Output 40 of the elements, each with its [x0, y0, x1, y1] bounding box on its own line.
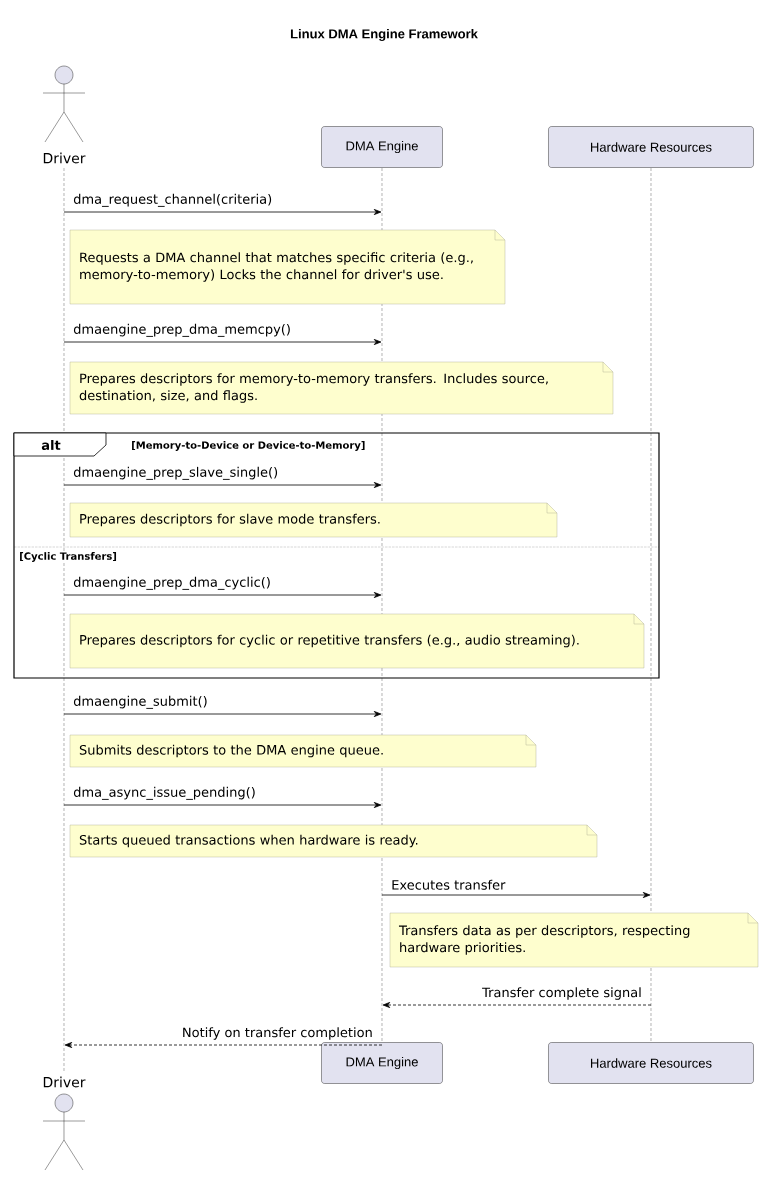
message-label: dmaengine_submit()	[72, 694, 209, 710]
lifeline	[63, 167, 65, 1072]
participant-box: Hardware Resources	[548, 126, 754, 168]
message-arrow	[63, 802, 382, 808]
note: Prepares descriptors for cyclic or repetitive transfers (e.g., audio streaming).	[69, 613, 645, 669]
message-arrow	[382, 1002, 652, 1008]
note: Prepares descriptors for memory-to-memory transfers. Includes source, destination, size, and flags.	[69, 361, 614, 415]
actor: Driver	[42, 65, 86, 164]
participant-box: DMA Engine	[321, 1042, 443, 1084]
lifeline	[650, 167, 652, 1043]
message-label: Executes transfer	[390, 878, 507, 891]
message-arrow	[63, 209, 382, 215]
message-arrow	[63, 711, 382, 717]
title: Linux DMA Engine Framework	[290, 28, 478, 42]
node-label: Driver	[43, 1076, 86, 1088]
message-label: dmaengine_prep_slave_single()	[72, 465, 280, 481]
participant-box: DMA Engine	[321, 126, 443, 168]
note: Submits descriptors to the DMA engine queue.	[69, 734, 537, 768]
note: Starts queued transactions when hardware is ready.	[69, 824, 598, 858]
note: Transfers data as per descriptors, respecting hardware priorities.	[389, 912, 759, 968]
message-arrow	[63, 592, 382, 598]
node-label: Driver	[43, 152, 86, 164]
note: Prepares descriptors for slave mode transfers.	[69, 502, 558, 538]
message-arrow	[64, 1042, 383, 1048]
guard-condition: [Cyclic Transfers]	[18, 551, 118, 563]
message-arrow	[63, 339, 382, 345]
message-label: Transfer complete signal	[481, 986, 643, 1001]
message-label: dmaengine_prep_dma_cyclic()	[72, 575, 272, 591]
alt-frame	[13, 432, 660, 679]
message-label: dma_async_issue_pending()	[72, 785, 257, 801]
guard-condition: [Memory-to-Device or Device-to-Memory]	[130, 440, 367, 452]
message-arrow	[63, 482, 382, 488]
frame-tab: alt	[13, 432, 107, 457]
message-arrow	[381, 892, 651, 898]
message-label: Notify on transfer completion	[180, 1026, 374, 1041]
message-label: dma_request_channel(criteria)	[72, 192, 274, 208]
message-label: dmaengine_prep_dma_memcpy()	[72, 322, 292, 338]
actor: Driver	[42, 1076, 86, 1171]
note: Requests a DMA channel that matches specific criteria (e.g., memory-to-memory) Locks the channel for driver's use.	[69, 229, 506, 305]
participant-box: Hardware Resources	[548, 1042, 754, 1084]
